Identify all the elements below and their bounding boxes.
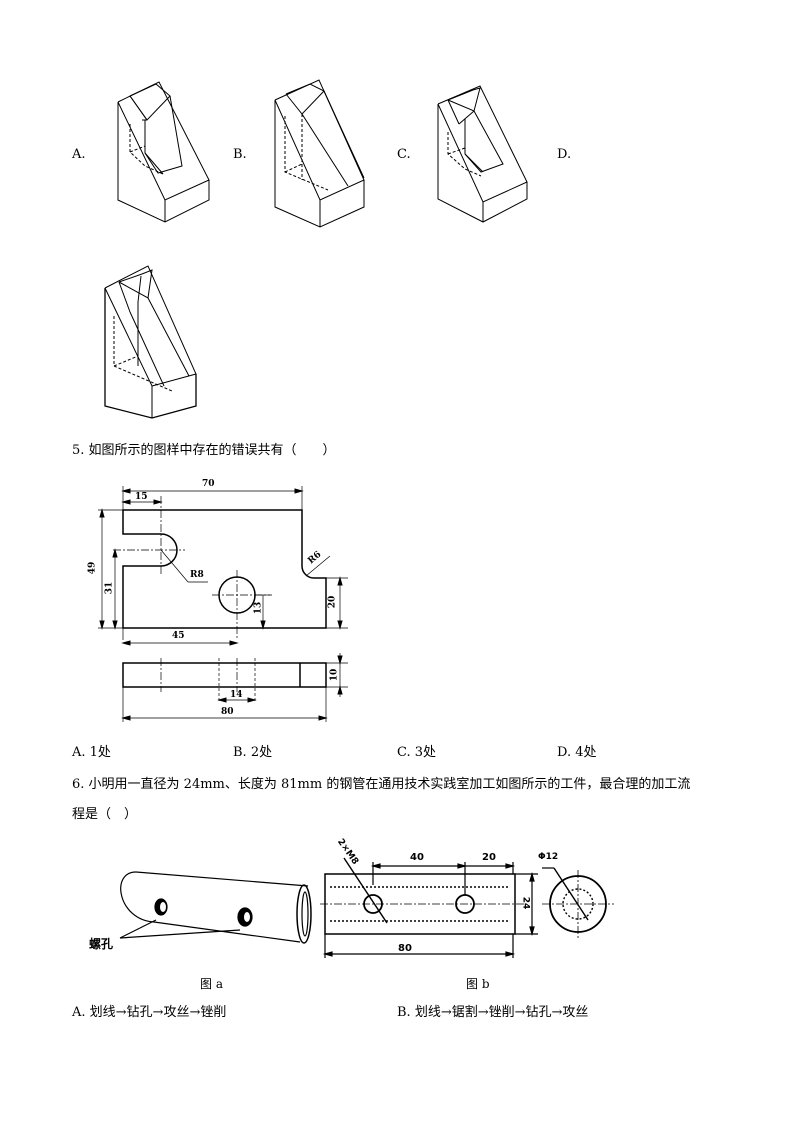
dim-r8: R8 [190,570,204,580]
dim-80: 80 [221,707,234,717]
dim-phi12: Φ12 [538,852,559,862]
q5-option-a: A. 1处 [72,745,111,760]
q6-question-line1: 6. 小明用一直径为 24mm、长度为 81mm 的钢管在通用技术实践室加工如图… [72,777,691,792]
q4-option-d-label: D. [557,147,572,162]
q5-option-d: D. 4处 [557,745,597,760]
dim-31: 31 [104,581,115,595]
dim-49: 49 [87,561,98,575]
q5-option-c: C. 3处 [397,745,437,760]
dim-70: 70 [202,479,215,489]
q4-option-b-drawing [274,79,365,228]
dim-14: 14 [230,690,243,700]
q6-option-b: B. 划线→锯割→锉削→钻孔→攻丝 [397,1005,589,1020]
q4-option-c-drawing [437,85,528,223]
figure-b-caption: 图 b [466,977,490,991]
q6-figure-b-drawing [320,857,614,958]
q6-question-line2: 程是（ ） [72,807,138,822]
dim-10: 10 [329,668,340,682]
dim-13: 13 [253,601,264,615]
q5-option-b: B. 2处 [233,745,273,760]
q4-option-a-drawing [117,81,210,223]
dim-20: 20 [327,595,338,609]
q5-question-text: 5. 如图所示的图样中存在的错误共有（ ） [72,443,336,458]
screw-hole-callout: 螺孔 [89,937,114,951]
figure-a-caption: 图 a [200,977,223,991]
q4-option-d-drawing [104,265,197,419]
dim-45: 45 [172,631,185,641]
dim-80-b: 80 [398,943,412,954]
dim-20-b: 20 [482,852,496,863]
q4-option-b-label: B. [233,147,247,162]
dim-24: 24 [520,896,531,910]
q4-option-a-label: A. [72,147,86,162]
dim-40: 40 [410,852,424,863]
q4-option-c-label: C. [397,147,411,162]
q6-figure-a-tube [119,871,312,944]
dim-15: 15 [135,492,148,502]
q6-option-a: A. 划线→钻孔→攻丝→锉削 [72,1005,227,1020]
q5-technical-drawing [98,486,348,722]
